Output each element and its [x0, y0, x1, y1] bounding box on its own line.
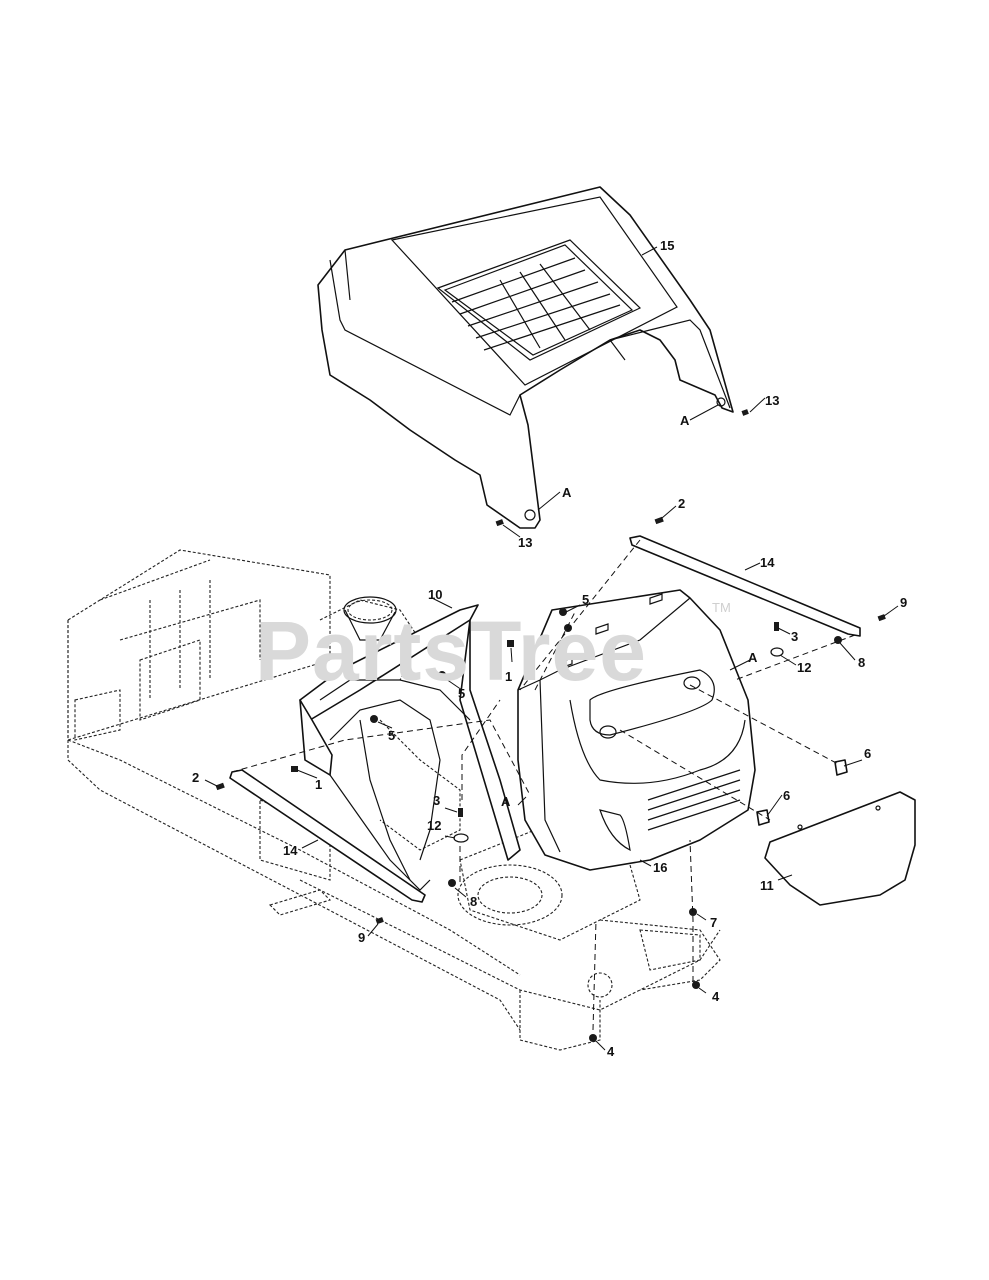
- grille-part-16: [517, 589, 756, 871]
- callout-16: 16: [653, 860, 667, 875]
- callout-A: A: [501, 794, 511, 809]
- callout-6: 6: [783, 788, 790, 803]
- callout-5: 5: [582, 592, 589, 607]
- callout-2: 2: [678, 496, 685, 511]
- callout-13: 13: [518, 535, 532, 550]
- dash-support-part-10: [299, 596, 521, 891]
- callout-A: A: [562, 485, 572, 500]
- callout-2: 2: [192, 770, 199, 785]
- leader-lines: [204, 246, 899, 1051]
- callout-5: 5: [388, 728, 395, 743]
- watermark-text: PartsTree: [255, 604, 647, 698]
- callout-10: 10: [428, 587, 442, 602]
- callout-15: 15: [660, 238, 674, 253]
- callout-5: 5: [458, 686, 465, 701]
- callout-1: 1: [315, 777, 322, 792]
- callout-13: 13: [765, 393, 779, 408]
- callout-12: 12: [427, 818, 441, 833]
- callout-4: 4: [712, 989, 720, 1004]
- callout-3: 3: [791, 629, 798, 644]
- hardware: [215, 409, 886, 1042]
- callout-A: A: [680, 413, 690, 428]
- callout-6: 6: [864, 746, 871, 761]
- callout-14: 14: [283, 843, 298, 858]
- callout-A: A: [748, 650, 758, 665]
- callout-4: 4: [607, 1044, 615, 1059]
- callout-1: 1: [505, 669, 512, 684]
- watermark: PartsTree TM: [255, 600, 731, 698]
- side-panel-part-11: [764, 791, 916, 906]
- watermark-trademark: TM: [712, 600, 731, 615]
- callout-labels: 15 13 A A 13 2 14 10 5 9 3 A 12 8 1 5 5 …: [192, 238, 907, 1059]
- callout-3: 3: [433, 793, 440, 808]
- callout-12: 12: [797, 660, 811, 675]
- callout-8: 8: [470, 894, 477, 909]
- callout-9: 9: [900, 595, 907, 610]
- hood-part-15: [317, 186, 734, 529]
- callout-9: 9: [358, 930, 365, 945]
- brace-rods-part-14: [229, 535, 861, 903]
- callout-8: 8: [858, 655, 865, 670]
- callout-14: 14: [760, 555, 775, 570]
- callout-7: 7: [710, 915, 717, 930]
- callout-11: 11: [760, 878, 774, 893]
